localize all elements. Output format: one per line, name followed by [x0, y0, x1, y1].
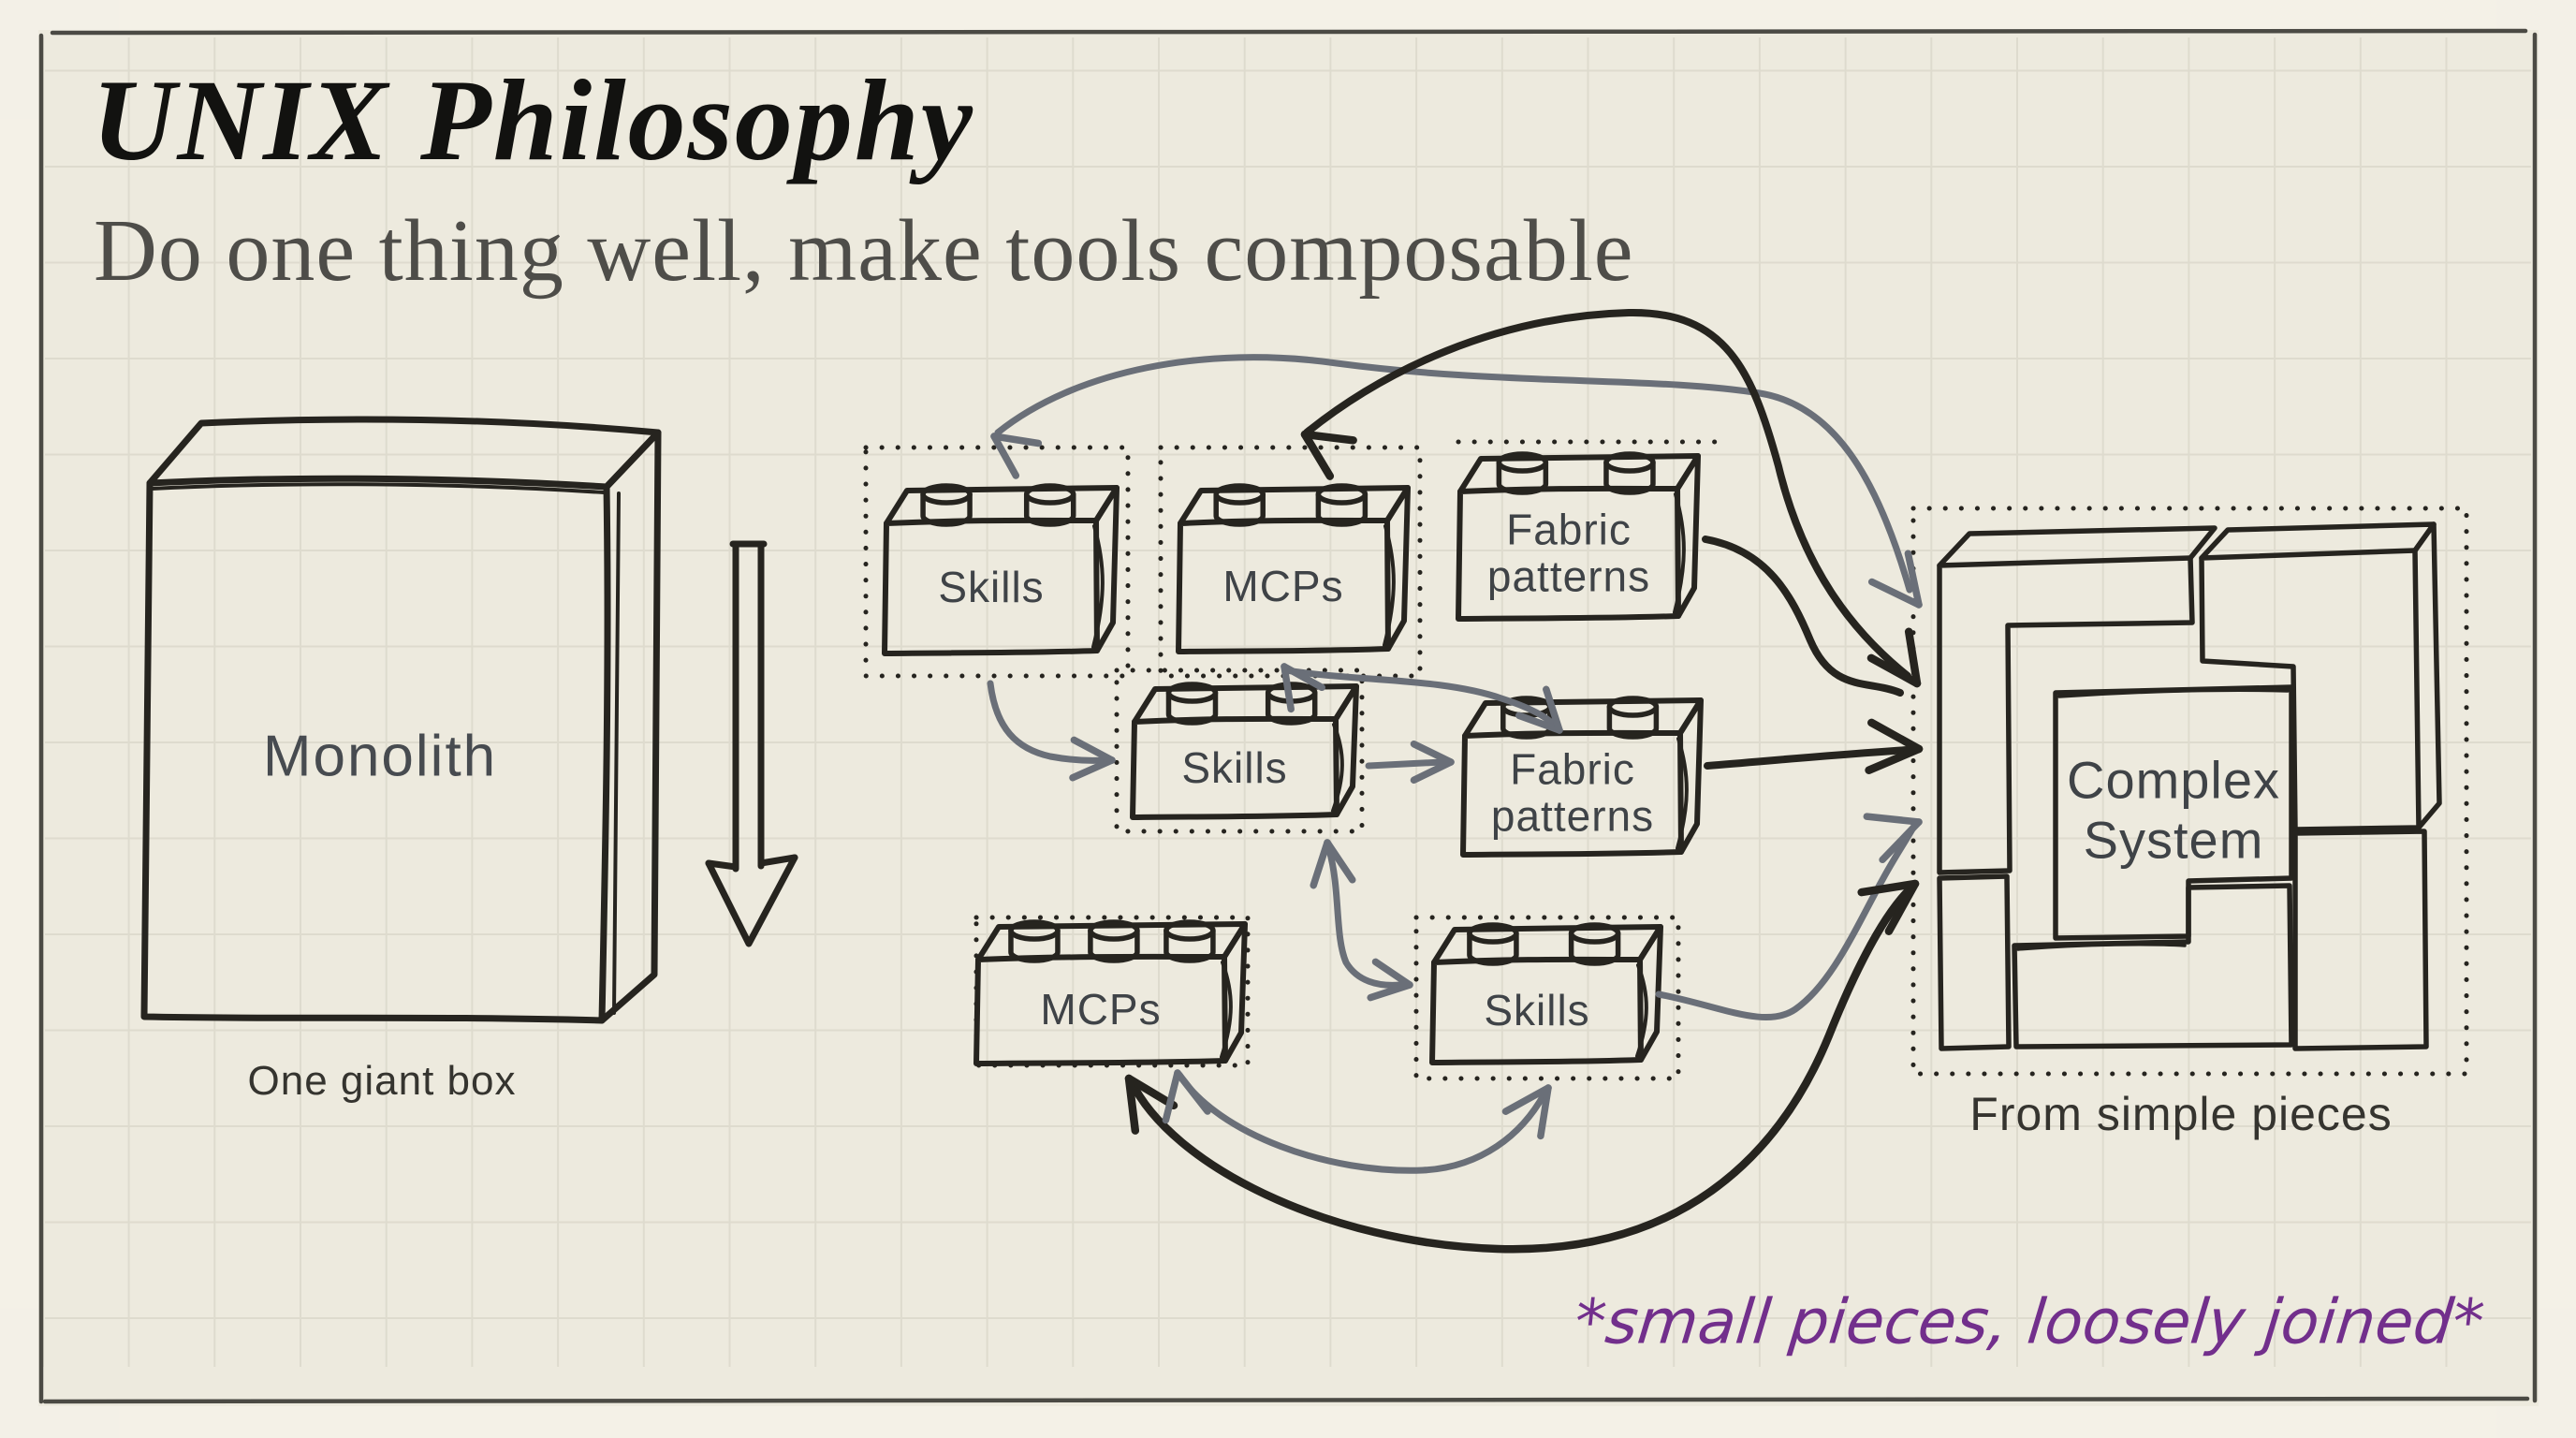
arrowhead: [1410, 740, 1455, 766]
arrowhead: [1367, 981, 1413, 1002]
page-frame: [38, 28, 2538, 1404]
lego-brick-mcps-bottom: [973, 919, 1248, 1066]
page-title: UNIX Philosophy: [92, 56, 974, 184]
arrowhead: [1124, 1074, 1178, 1110]
arrow-mcps-top-fabric-mid: [1282, 667, 1558, 728]
brick-label-mcps-top: MCPs: [1222, 562, 1344, 610]
arrow-fabric-mid-complex-system: [1704, 746, 1911, 770]
arrowhead: [1537, 1084, 1552, 1140]
lego-brick-mcps-top: [1176, 483, 1411, 654]
arrowhead: [1867, 578, 1923, 609]
brick-label-skills-mid: Skills: [1181, 743, 1288, 792]
connector-arrows: [987, 308, 1924, 1254]
monolith-caption: One giant box: [247, 1058, 517, 1104]
arrowhead: [1410, 758, 1455, 785]
brick-label-mcps-bottom: MCPs: [1040, 985, 1162, 1034]
brick-label-fabric-mid: Fabric patterns: [1490, 744, 1655, 840]
arrowhead: [990, 433, 1020, 479]
dotted-box-mcps-top: [1158, 445, 1423, 679]
arrowhead: [1867, 718, 1924, 754]
dotted-box-complex-system: [1910, 506, 2469, 1077]
arrowhead: [1371, 958, 1413, 989]
arrowhead: [1281, 663, 1325, 692]
paper-grid: [41, 37, 2531, 1367]
arrow-skills-mid-skills-bottom: [1325, 846, 1404, 989]
arrowhead: [1904, 627, 1922, 688]
arrow-skills-top-complex-system: [994, 354, 1913, 594]
arrowhead: [1300, 430, 1357, 445]
arrowhead: [1515, 712, 1563, 734]
brick-label-fabric-top: Fabric patterns: [1486, 505, 1651, 600]
arrow-mcps-bottom-complex-system: [1126, 885, 1914, 1254]
arrow-skills-mid-fabric-mid: [1365, 758, 1445, 770]
arrow-mcps-bottom-skills-bottom: [1176, 1071, 1548, 1174]
arrowhead: [1857, 879, 1920, 897]
arrowhead: [1162, 1069, 1181, 1124]
arrow-fabric-top-complex-system: [1702, 536, 1904, 697]
dotted-box-skills-mid: [1114, 668, 1365, 834]
lego-brick-fabric-mid: [1460, 696, 1704, 858]
page-subtitle: Do one thing well, make tools composable: [94, 202, 1634, 300]
lego-brick-fabric-top: [1456, 451, 1701, 622]
brick-label-skills-top: Skills: [938, 563, 1045, 611]
lego-brick-skills-bottom: [1429, 922, 1663, 1065]
arrowhead: [1865, 744, 1924, 774]
dotted-box-skills-top: [863, 445, 1131, 679]
arrowhead: [1281, 663, 1295, 713]
handwritten-note: *small pieces, loosely joined*: [1571, 1285, 2488, 1358]
complex-system-label: Complex System: [2067, 750, 2280, 870]
arrow-mcps-top-complex-system: [1303, 308, 1911, 680]
monolith-label: Monolith: [262, 724, 498, 789]
arrowhead: [1543, 685, 1563, 734]
arrowhead: [1300, 430, 1335, 480]
arrowhead: [1866, 653, 1922, 688]
monolith-box-icon: [140, 416, 662, 1024]
arrowhead: [1863, 813, 1923, 826]
lego-brick-skills-mid: [1130, 682, 1359, 820]
arrow-skills-top-skills-mid: [987, 680, 1108, 764]
arrow-skills-bottom-complex-system: [1655, 824, 1917, 1020]
down-arrow-icon: [705, 540, 798, 947]
dotted-borders: [863, 439, 2469, 1081]
arrowhead: [1069, 756, 1116, 782]
arrowhead: [1070, 736, 1116, 764]
arrowhead: [1879, 818, 1923, 864]
arrowhead: [1124, 1074, 1140, 1135]
puzzle-assembly-icon: [1937, 521, 2442, 1051]
arrowhead: [1174, 1069, 1211, 1115]
arrowhead: [990, 433, 1043, 448]
arrowhead: [1501, 1084, 1552, 1115]
arrowhead: [1884, 879, 1920, 935]
complex-system-caption: From simple pieces: [1969, 1088, 2393, 1140]
arrowhead: [1324, 839, 1356, 884]
brick-label-skills-bottom: Skills: [1484, 986, 1590, 1034]
lego-brick-skills-top: [882, 483, 1120, 656]
arrowhead: [1904, 550, 1923, 609]
arrowhead: [1310, 839, 1331, 889]
